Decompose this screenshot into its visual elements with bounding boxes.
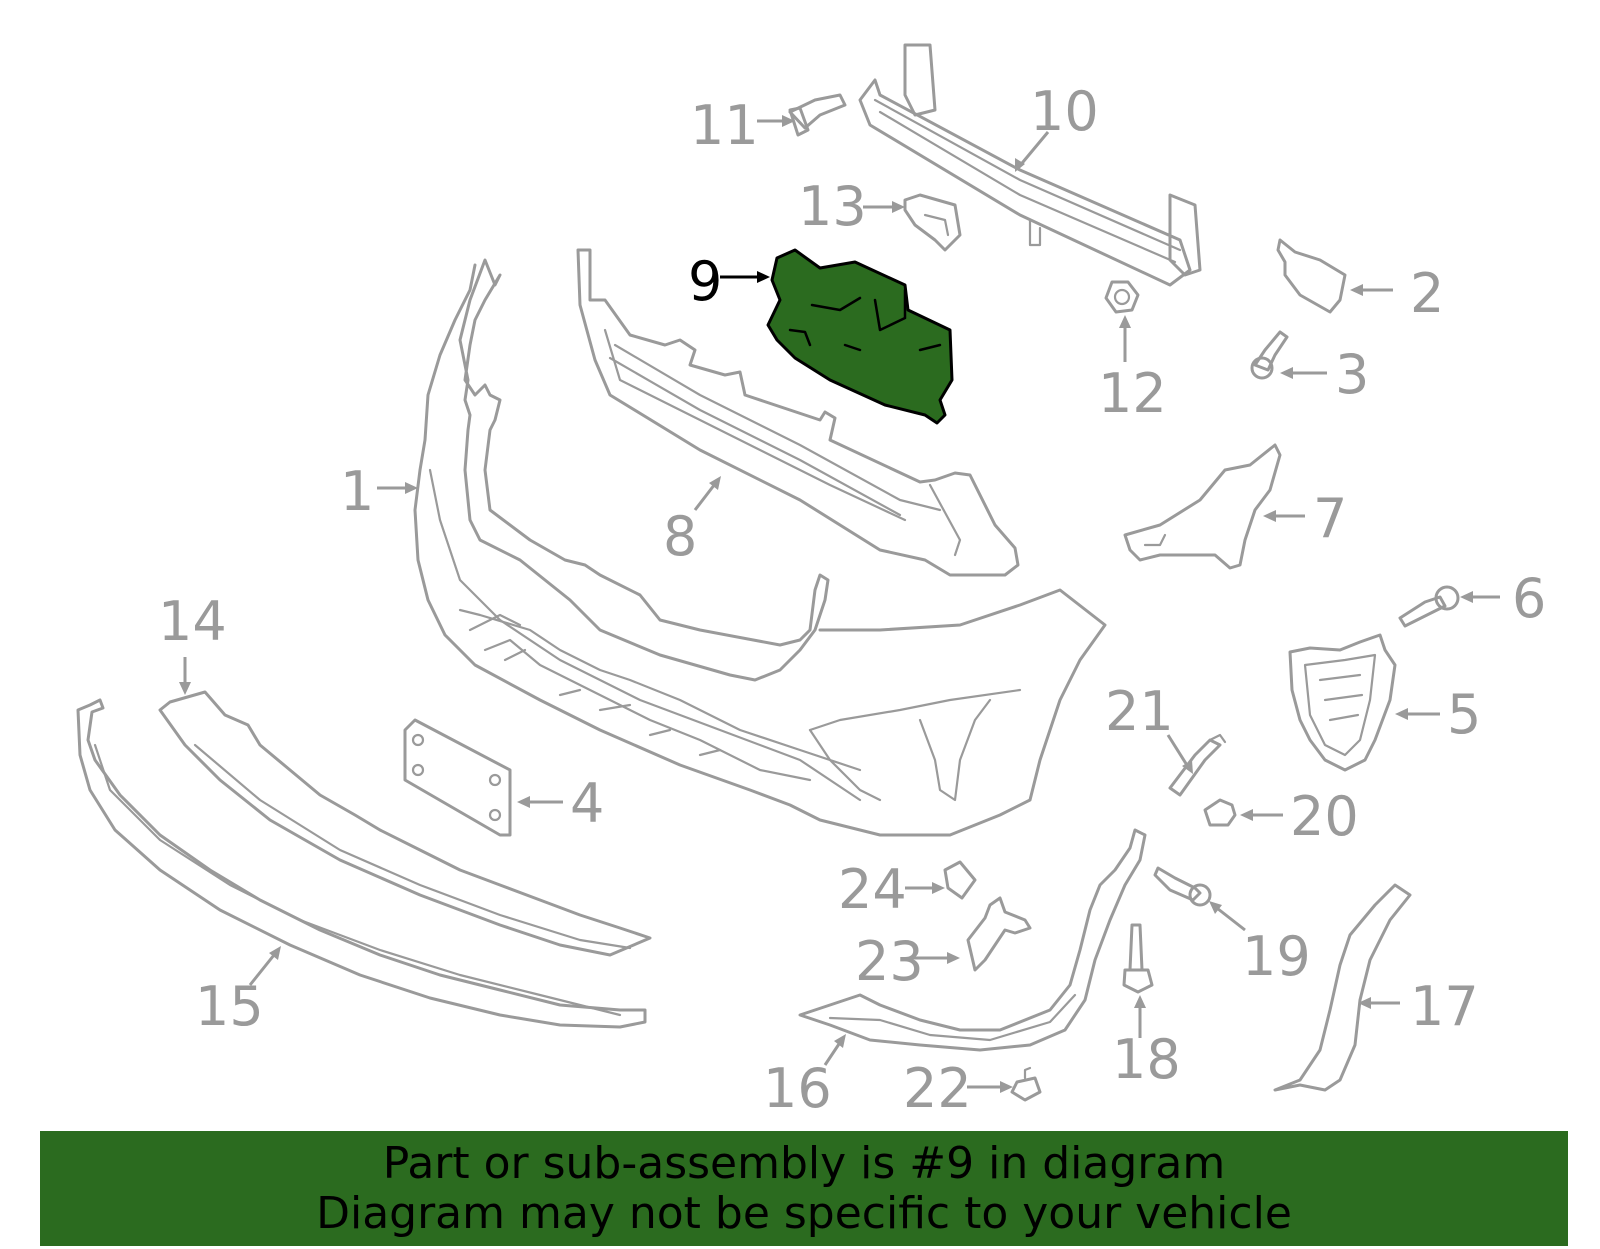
callout-15: 15 bbox=[195, 975, 264, 1038]
part-11-bolt bbox=[788, 93, 847, 137]
info-banner: Part or sub-assembly is #9 in diagram Di… bbox=[40, 1131, 1568, 1246]
part-24-clip bbox=[943, 860, 977, 900]
part-15-lower-strip bbox=[76, 698, 647, 1029]
part-1-bumper-cover bbox=[413, 258, 1107, 837]
part-16-lower-trim bbox=[798, 828, 1147, 1052]
callout-16: 16 bbox=[763, 1057, 832, 1120]
part-21-pin bbox=[1168, 733, 1227, 797]
callout-5: 5 bbox=[1447, 683, 1481, 746]
callout-23: 23 bbox=[855, 930, 924, 993]
part-19-bolt bbox=[1153, 866, 1212, 907]
callout-labels: 11 10 13 9 2 3 12 1 7 8 6 14 21 5 4 20 2… bbox=[158, 80, 1546, 1120]
part-9-highlighted bbox=[766, 248, 954, 425]
part-10-reinforcement-beam bbox=[858, 43, 1202, 287]
part-13-sensor bbox=[903, 193, 962, 252]
callout-20: 20 bbox=[1290, 785, 1359, 848]
callout-17: 17 bbox=[1410, 975, 1479, 1038]
callout-18: 18 bbox=[1112, 1028, 1181, 1091]
callout-11: 11 bbox=[690, 94, 759, 157]
part-7-bracket bbox=[1123, 443, 1282, 570]
banner-line-2: Diagram may not be specific to your vehi… bbox=[316, 1188, 1292, 1239]
callout-4: 4 bbox=[570, 772, 604, 835]
callout-8: 8 bbox=[663, 505, 697, 568]
callout-21: 21 bbox=[1105, 680, 1174, 743]
callout-2: 2 bbox=[1410, 262, 1444, 325]
callout-22: 22 bbox=[903, 1057, 972, 1120]
callout-6: 6 bbox=[1512, 567, 1546, 630]
callout-1: 1 bbox=[340, 460, 374, 523]
part-18-bolt bbox=[1122, 923, 1154, 994]
callout-19: 19 bbox=[1242, 925, 1311, 988]
callout-12: 12 bbox=[1098, 362, 1167, 425]
part-22-clip bbox=[1010, 1066, 1042, 1102]
callout-7: 7 bbox=[1313, 487, 1347, 550]
part-3-screw bbox=[1250, 330, 1289, 380]
part-17-side-trim bbox=[1273, 883, 1412, 1092]
part-8-upper-grille bbox=[576, 248, 1020, 577]
part-20-clip bbox=[1203, 798, 1237, 827]
part-2-bracket bbox=[1276, 238, 1347, 314]
banner-line-1: Part or sub-assembly is #9 in diagram bbox=[382, 1138, 1226, 1189]
callout-13: 13 bbox=[798, 175, 867, 238]
part-12-nut bbox=[1104, 280, 1140, 314]
callout-3: 3 bbox=[1335, 343, 1369, 406]
callout-14: 14 bbox=[158, 590, 227, 653]
leader-lines bbox=[179, 115, 1500, 1093]
part-6-bolt bbox=[1398, 585, 1460, 628]
part-14-lip bbox=[158, 690, 652, 957]
callout-9: 9 bbox=[688, 250, 722, 313]
callout-24: 24 bbox=[838, 858, 907, 921]
part-5-bezel bbox=[1288, 633, 1397, 772]
part-4-plate-bracket bbox=[403, 718, 512, 837]
callout-10: 10 bbox=[1030, 80, 1099, 143]
part-23-bracket bbox=[966, 896, 1032, 972]
